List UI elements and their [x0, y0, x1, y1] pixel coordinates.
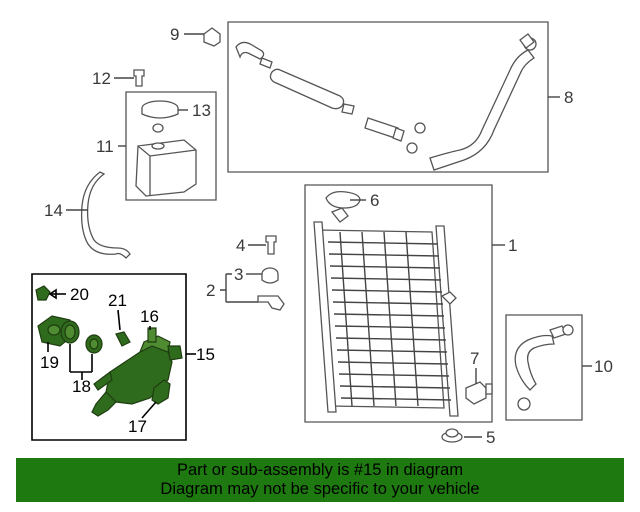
callout-19: 19: [40, 353, 59, 372]
callout-20: 20: [70, 285, 89, 304]
insulator-bracket[interactable]: [257, 267, 285, 311]
part-notice-banner: Part or sub-assembly is #15 in diagram D…: [16, 458, 624, 502]
callout-16: 16: [140, 307, 159, 326]
callout-9: 9: [170, 25, 179, 44]
radiator-group[interactable]: [304, 184, 505, 423]
callout-18: 18: [72, 377, 91, 396]
lower-bushing[interactable]: [441, 428, 463, 443]
banner-line-1: Part or sub-assembly is #15 in diagram: [176, 461, 464, 479]
callout-21: 21: [108, 291, 127, 310]
callout-5: 5: [486, 428, 495, 447]
upper-hose-group[interactable]: [227, 21, 560, 173]
callout-8: 8: [564, 88, 573, 107]
callout-13: 13: [192, 101, 211, 120]
callout-12: 12: [92, 69, 111, 88]
callout-1: 1: [508, 236, 517, 255]
reservoir-bolt[interactable]: [133, 69, 145, 87]
callout-2: 2: [206, 281, 215, 300]
parts-diagram: 9 8 12 13 11 14 6 1 4 3 2 7 10 5 20 21 1…: [31, 21, 613, 447]
callout-7: 7: [470, 349, 479, 368]
hose-clip[interactable]: [203, 27, 221, 47]
callout-14: 14: [44, 201, 63, 220]
reservoir-group[interactable]: [118, 91, 217, 201]
overflow-hose[interactable]: [80, 171, 131, 259]
callout-11: 11: [96, 137, 114, 156]
thermostat-housing-box[interactable]: [31, 273, 196, 441]
callout-15: 15: [196, 345, 215, 364]
banner-line-2: Diagram may not be specific to your vehi…: [160, 480, 480, 498]
callout-labels: 9 8 12 13 11 14 6 1 4 3 2 7 10 5 20 21 1…: [40, 25, 613, 447]
mount-bolt[interactable]: [265, 235, 277, 255]
callout-10: 10: [594, 357, 613, 376]
thermostat-housing-assembly[interactable]: [35, 285, 183, 417]
lower-hose-group[interactable]: [505, 314, 592, 421]
callout-6: 6: [370, 191, 379, 210]
callout-17: 17: [128, 417, 147, 436]
drain-plug[interactable]: [465, 381, 493, 405]
callout-3: 3: [234, 265, 243, 284]
callout-4: 4: [236, 236, 245, 255]
